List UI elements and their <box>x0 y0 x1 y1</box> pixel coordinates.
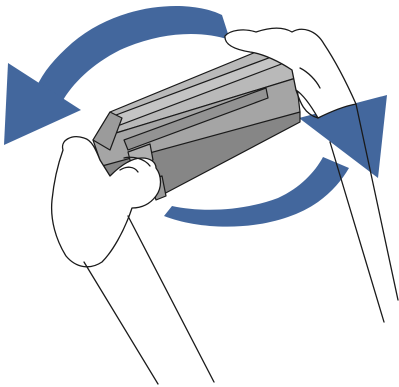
shake-cartridge-illustration <box>0 0 399 387</box>
illustration-canvas <box>0 0 399 387</box>
